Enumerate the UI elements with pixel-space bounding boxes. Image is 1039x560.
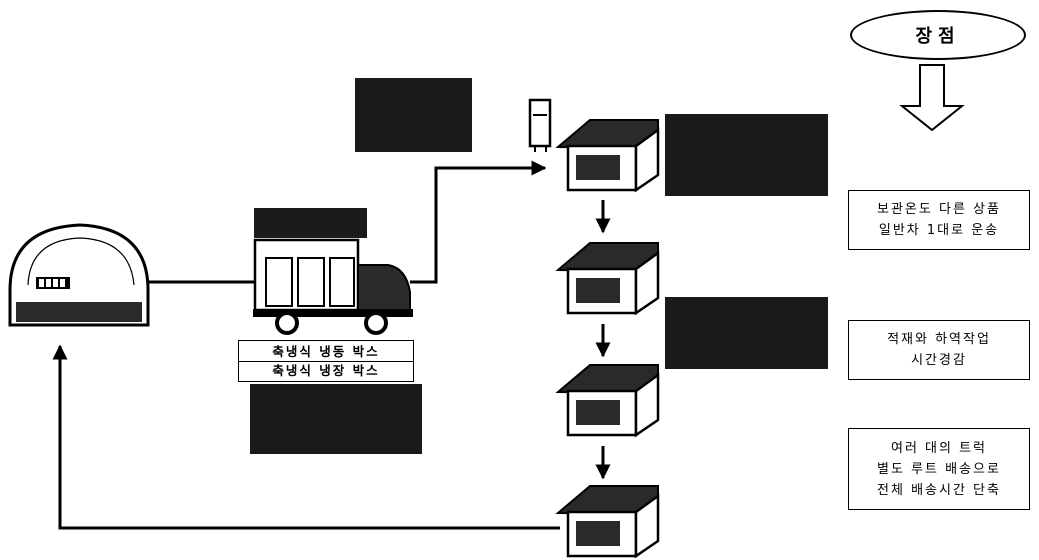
cart-icon bbox=[530, 100, 550, 152]
advantage-line: 보관온도 다른 상품 bbox=[877, 199, 1001, 220]
redacted-label bbox=[665, 114, 828, 196]
chilled-box-label: 축냉식 냉장 박스 bbox=[272, 361, 379, 380]
store-icon bbox=[558, 486, 658, 556]
advantage-line: 전체 배송시간 단축 bbox=[877, 480, 1001, 501]
label-divider bbox=[239, 361, 413, 362]
truck-icon bbox=[253, 240, 413, 333]
warehouse-icon bbox=[10, 225, 148, 325]
advantage-line: 여러 대의 트럭 bbox=[891, 438, 987, 459]
advantage-line: 시간경감 bbox=[911, 350, 967, 371]
advantages-title: 장점 bbox=[850, 10, 1026, 60]
frozen-box-label: 축냉식 냉동 박스 bbox=[272, 342, 379, 361]
store-icon bbox=[558, 120, 658, 190]
store-icon bbox=[558, 365, 658, 435]
advantage-line: 일반차 1대로 운송 bbox=[879, 220, 999, 241]
advantage-line: 별도 루트 배송으로 bbox=[877, 459, 1001, 480]
storage-box-label: 축냉식 냉동 박스 축냉식 냉장 박스 bbox=[238, 340, 414, 382]
delivery-arrow bbox=[410, 168, 545, 282]
advantage-box: 적재와 하역작업 시간경감 bbox=[848, 320, 1030, 380]
redacted-label bbox=[665, 297, 828, 369]
advantage-box: 여러 대의 트럭 별도 루트 배송으로 전체 배송시간 단축 bbox=[848, 428, 1030, 510]
advantage-line: 적재와 하역작업 bbox=[887, 329, 991, 350]
store-icon bbox=[558, 243, 658, 313]
redacted-label bbox=[250, 384, 422, 454]
advantage-box: 보관온도 다른 상품 일반차 1대로 운송 bbox=[848, 190, 1030, 250]
redacted-label bbox=[254, 208, 367, 238]
redacted-label bbox=[355, 78, 472, 152]
outline-down-arrow bbox=[902, 65, 962, 130]
